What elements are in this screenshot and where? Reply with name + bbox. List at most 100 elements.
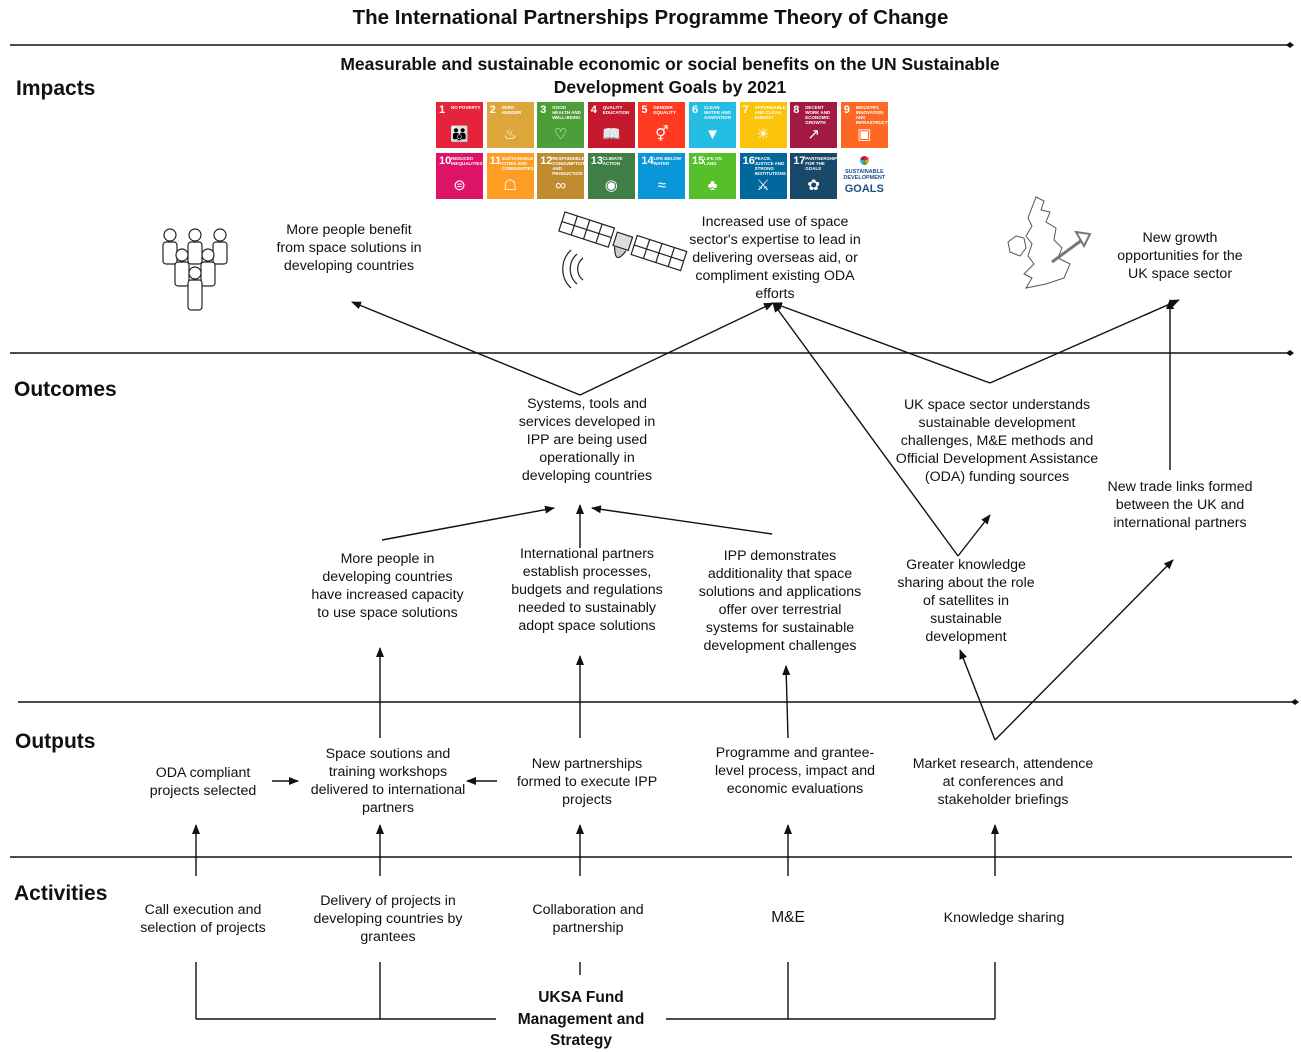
sdg-number: 6 bbox=[692, 104, 699, 116]
sdg-title: CLEAN WATER AND SANITATION bbox=[704, 105, 731, 120]
sdg-tile-1: 1 NO POVERTY 👪 bbox=[436, 102, 483, 148]
sdg-tile-5: 5 GENDER EQUALITY ⚥ bbox=[638, 102, 686, 148]
sdg-tile-9: 9 INDUSTRY, INNOVATION AND INFRASTRUCTURE… bbox=[840, 102, 888, 148]
sdg-title: GENDER EQUALITY bbox=[653, 105, 677, 115]
sdg-title: NO POVERTY bbox=[451, 105, 481, 110]
sdg-tile-logo: SUSTAINABLE DEVELOPMENT GOALS bbox=[840, 153, 888, 199]
outcome-uk-understands: UK space sector understands sustainable … bbox=[895, 397, 1099, 485]
sdg-number: 11 bbox=[489, 155, 502, 167]
output-training-workshops: Space soutions and training workshops de… bbox=[310, 746, 466, 816]
sdg-title: LIFE BELOW WATER bbox=[653, 156, 682, 166]
sdg-number: 5 bbox=[641, 104, 648, 116]
impact-people-benefit: More people benefit from space solutions… bbox=[276, 222, 422, 274]
sdg-title: LIFE ON LAND bbox=[704, 156, 722, 166]
sdg-number: 8 bbox=[793, 104, 800, 116]
rings-icon: ✿ bbox=[807, 177, 820, 194]
sdg-title: REDUCED INEQUALITIES bbox=[451, 156, 483, 166]
gender-icon: ⚥ bbox=[655, 126, 669, 143]
sdg-number: 3 bbox=[540, 104, 547, 116]
heartbeat-icon: ♡ bbox=[553, 126, 568, 143]
section-label-impacts: Impacts bbox=[16, 77, 96, 100]
dove-icon: ⚔ bbox=[756, 177, 770, 194]
sdg-icon-grid: 1 NO POVERTY 👪 2 ZERO HUNGER ♨ 3 GOOD HEALTH AN… bbox=[436, 102, 890, 200]
outcome-additionality: IPP demonstrates additionality that spac… bbox=[698, 548, 862, 654]
sdg-number: 12 bbox=[540, 155, 553, 167]
sdg-title: ZERO HUNGER bbox=[501, 105, 522, 115]
output-new-partnerships: New partnerships formed to execute IPP p… bbox=[516, 756, 658, 808]
sdg-number: 16 bbox=[742, 155, 755, 167]
outcome-partner-processes: International partners establish process… bbox=[511, 546, 663, 634]
section-label-activities: Activities bbox=[14, 882, 108, 905]
people-group-icon bbox=[162, 228, 228, 311]
sdg-tile-8: 8 DECENT WORK AND ECONOMIC GROWTH↗ bbox=[790, 102, 838, 148]
outcome-systems-used: Systems, tools and services developed in… bbox=[518, 396, 656, 484]
sdg-tile-4: 4 QUALITY EDUCATION 📖 bbox=[587, 102, 635, 148]
impact-goal-heading: Measurable and sustainable economic or s… bbox=[340, 54, 1000, 97]
output-oda-projects: ODA compliant projects selected bbox=[149, 765, 257, 799]
sdg-title: PEACE, JUSTICE AND STRONG INSTITUTIONS bbox=[754, 156, 786, 176]
sdg-number: 1 bbox=[439, 104, 446, 116]
section-label-outputs: Outputs bbox=[15, 730, 96, 753]
activity-collaboration: Collaboration and partnership bbox=[532, 902, 644, 936]
sdg-title: RESPONSIBLE CONSUMPTION AND PRODUCTION bbox=[552, 156, 585, 176]
sun-icon: ☀ bbox=[756, 126, 770, 143]
diagram-title: The International Partnerships Programme… bbox=[352, 6, 949, 29]
sdg-number: 7 bbox=[742, 104, 749, 116]
growth-chart-icon: ↗ bbox=[807, 126, 820, 143]
sdg-number: 2 bbox=[489, 104, 496, 116]
eye-earth-icon: ◉ bbox=[604, 177, 618, 194]
sdg-tile-6: 6 CLEAN WATER AND SANITATION ▼ bbox=[689, 102, 736, 148]
activity-m-and-e: M&E bbox=[771, 909, 805, 926]
sdg-wheel-icon bbox=[859, 156, 869, 165]
bowl-icon: ♨ bbox=[503, 126, 517, 143]
section-label-outcomes: Outcomes bbox=[14, 378, 117, 401]
people-icon: 👪 bbox=[450, 126, 469, 143]
water-drop-icon: ▼ bbox=[705, 126, 720, 143]
fish-icon: ≈ bbox=[657, 177, 666, 194]
sdg-number: 13 bbox=[590, 155, 604, 167]
infinity-icon: ∞ bbox=[555, 177, 567, 194]
sdg-logo-text: SUSTAINABLE DEVELOPMENT bbox=[843, 169, 886, 181]
tree-icon: ♣ bbox=[707, 177, 718, 194]
sdg-title: INDUSTRY, INNOVATION AND INFRASTRUCTURE bbox=[855, 105, 888, 125]
sdg-number: 15 bbox=[692, 155, 705, 167]
sdg-title: DECENT WORK AND ECONOMIC GROWTH bbox=[805, 105, 831, 125]
sdg-number: 17 bbox=[793, 155, 806, 167]
uk-map-growth-icon bbox=[1007, 196, 1092, 289]
output-market-research: Market research, attendence at conferenc… bbox=[912, 756, 1094, 808]
output-evaluations: Programme and grantee-level process, imp… bbox=[714, 745, 876, 797]
sdg-number: 10 bbox=[439, 155, 452, 167]
sdg-tile-2: 2 ZERO HUNGER ♨ bbox=[486, 102, 534, 148]
impact-growth-opportunities: New growth opportunities for the UK spac… bbox=[1117, 230, 1243, 282]
fund-management-strategy: UKSA Fund Management and Strategy bbox=[498, 987, 664, 1052]
book-icon: 📖 bbox=[601, 126, 621, 143]
equal-icon: ⊜ bbox=[453, 177, 466, 194]
sdg-title: AFFORDABLE AND CLEAN ENERGY bbox=[754, 105, 786, 120]
sdg-number: 14 bbox=[641, 155, 654, 167]
sdg-number: 4 bbox=[590, 104, 597, 116]
outcome-trade-links: New trade links formed between the UK an… bbox=[1107, 479, 1253, 531]
outcome-increased-capacity: More people in developing countries have… bbox=[311, 551, 464, 621]
sdg-title: CLIMATE ACTION bbox=[602, 156, 623, 166]
sdg-title: SUSTAINABLE CITIES AND COMMUNITIES bbox=[501, 156, 534, 171]
city-icon: ☖ bbox=[503, 177, 517, 194]
sdg-title: QUALITY EDUCATION bbox=[602, 105, 630, 115]
cubes-icon: ▣ bbox=[857, 126, 872, 143]
activity-project-delivery: Delivery of projects in developing count… bbox=[313, 893, 463, 945]
impact-space-expertise: Increased use of space sector's expertis… bbox=[689, 214, 861, 302]
sdg-title: PARTNERSHIPS FOR THE GOALS bbox=[805, 156, 838, 171]
sdg-title: GOOD HEALTH AND WELL-BEING bbox=[552, 105, 581, 120]
sdg-logo-goals: GOALS bbox=[844, 183, 884, 195]
satellite-icon bbox=[558, 211, 688, 289]
sdg-number: 9 bbox=[843, 104, 850, 116]
sdg-tile-3: 3 GOOD HEALTH AND WELL-BEING ♡ bbox=[537, 102, 585, 148]
